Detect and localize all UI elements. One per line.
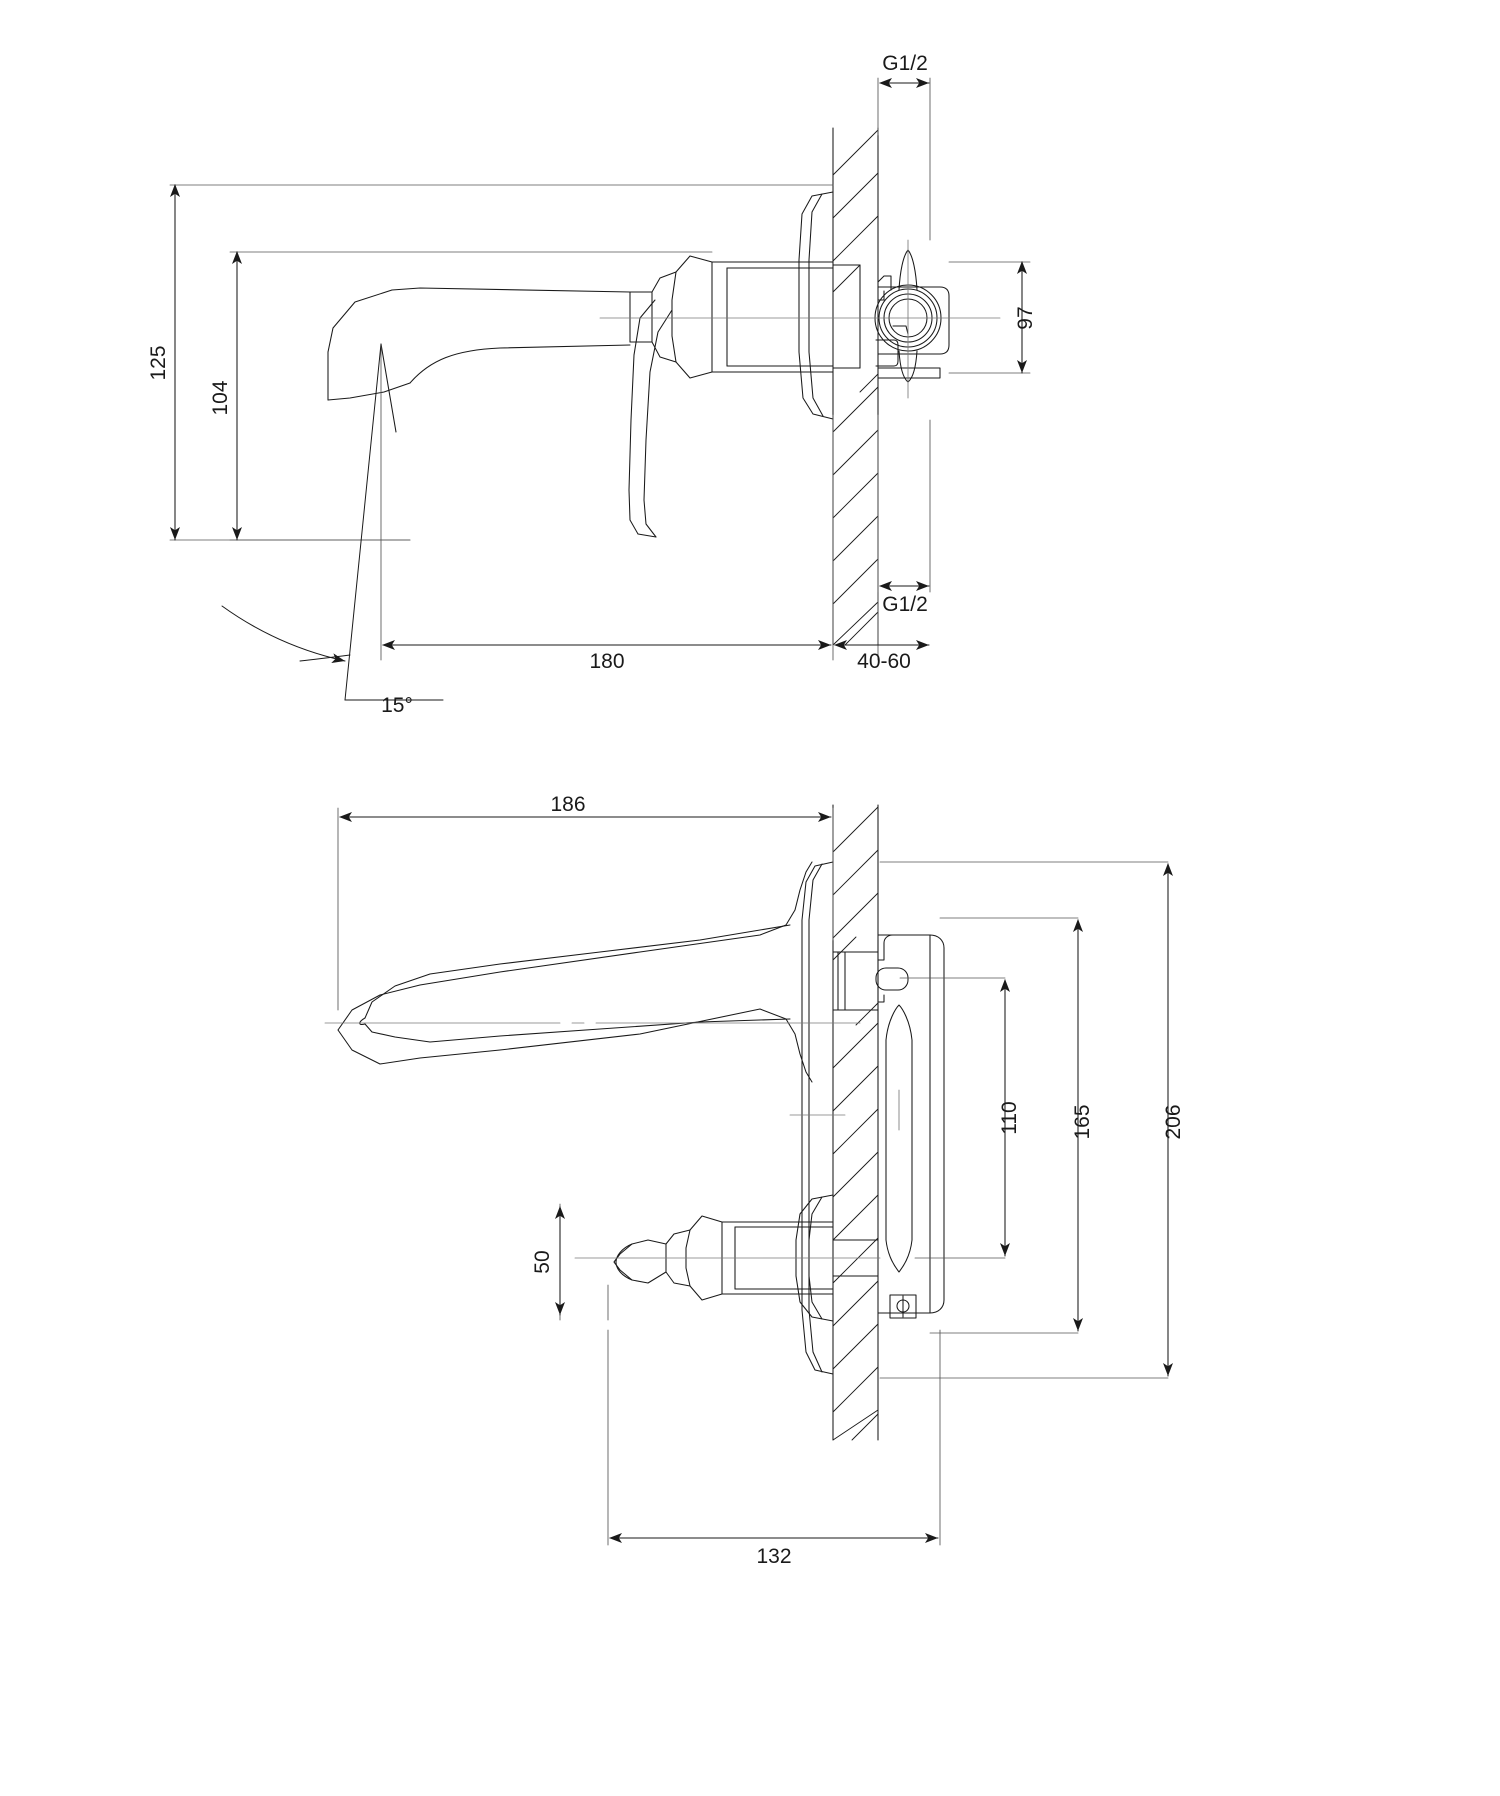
spout-arm-side-profile <box>327 287 631 433</box>
spout-valve-body-plan <box>832 939 879 1023</box>
handle-lever-side-profile <box>628 299 673 538</box>
escutcheon-side-profile <box>798 191 834 420</box>
dimension-label-186: 186 <box>550 793 585 816</box>
wall-section-top-view <box>832 127 879 646</box>
dimension-label-g12-bottom: G1/2 <box>882 593 928 616</box>
dimension-label-15deg: 15° <box>381 694 413 717</box>
cross-handle-front-face <box>874 249 950 383</box>
dimension-label-110: 110 <box>998 1101 1021 1134</box>
dimension-lines-bottom-view <box>339 812 1173 1543</box>
dimension-label-97: 97 <box>1014 306 1037 329</box>
dimension-label-50: 50 <box>531 1250 554 1273</box>
dimension-label-180: 180 <box>589 650 624 673</box>
spout-neck-side-profile <box>629 255 713 379</box>
valve-body-side-profile <box>711 261 861 373</box>
centerlines-bottom-view <box>324 1022 900 1259</box>
dimension-label-206: 206 <box>1162 1104 1185 1139</box>
dimension-label-132: 132 <box>756 1545 791 1568</box>
dimension-lines-top-view <box>170 78 1027 650</box>
dimension-label-165: 165 <box>1071 1104 1094 1139</box>
dimension-label-104: 104 <box>209 380 232 415</box>
dimension-label-125: 125 <box>147 345 170 380</box>
dimension-label-g12-top: G1/2 <box>882 52 928 75</box>
spout-plan-outline <box>337 861 813 1083</box>
dimension-label-40-60: 40-60 <box>857 650 911 673</box>
wall-section-bottom-view <box>832 804 879 1441</box>
centerlines-top-view <box>599 239 1001 399</box>
connector-column-plan <box>875 934 945 1319</box>
escutcheon-plan-profile <box>801 861 834 1375</box>
extension-lines-bottom-view <box>337 807 1169 1546</box>
angle-annotation-15deg <box>221 343 444 701</box>
extension-lines-top-view <box>169 77 1031 661</box>
